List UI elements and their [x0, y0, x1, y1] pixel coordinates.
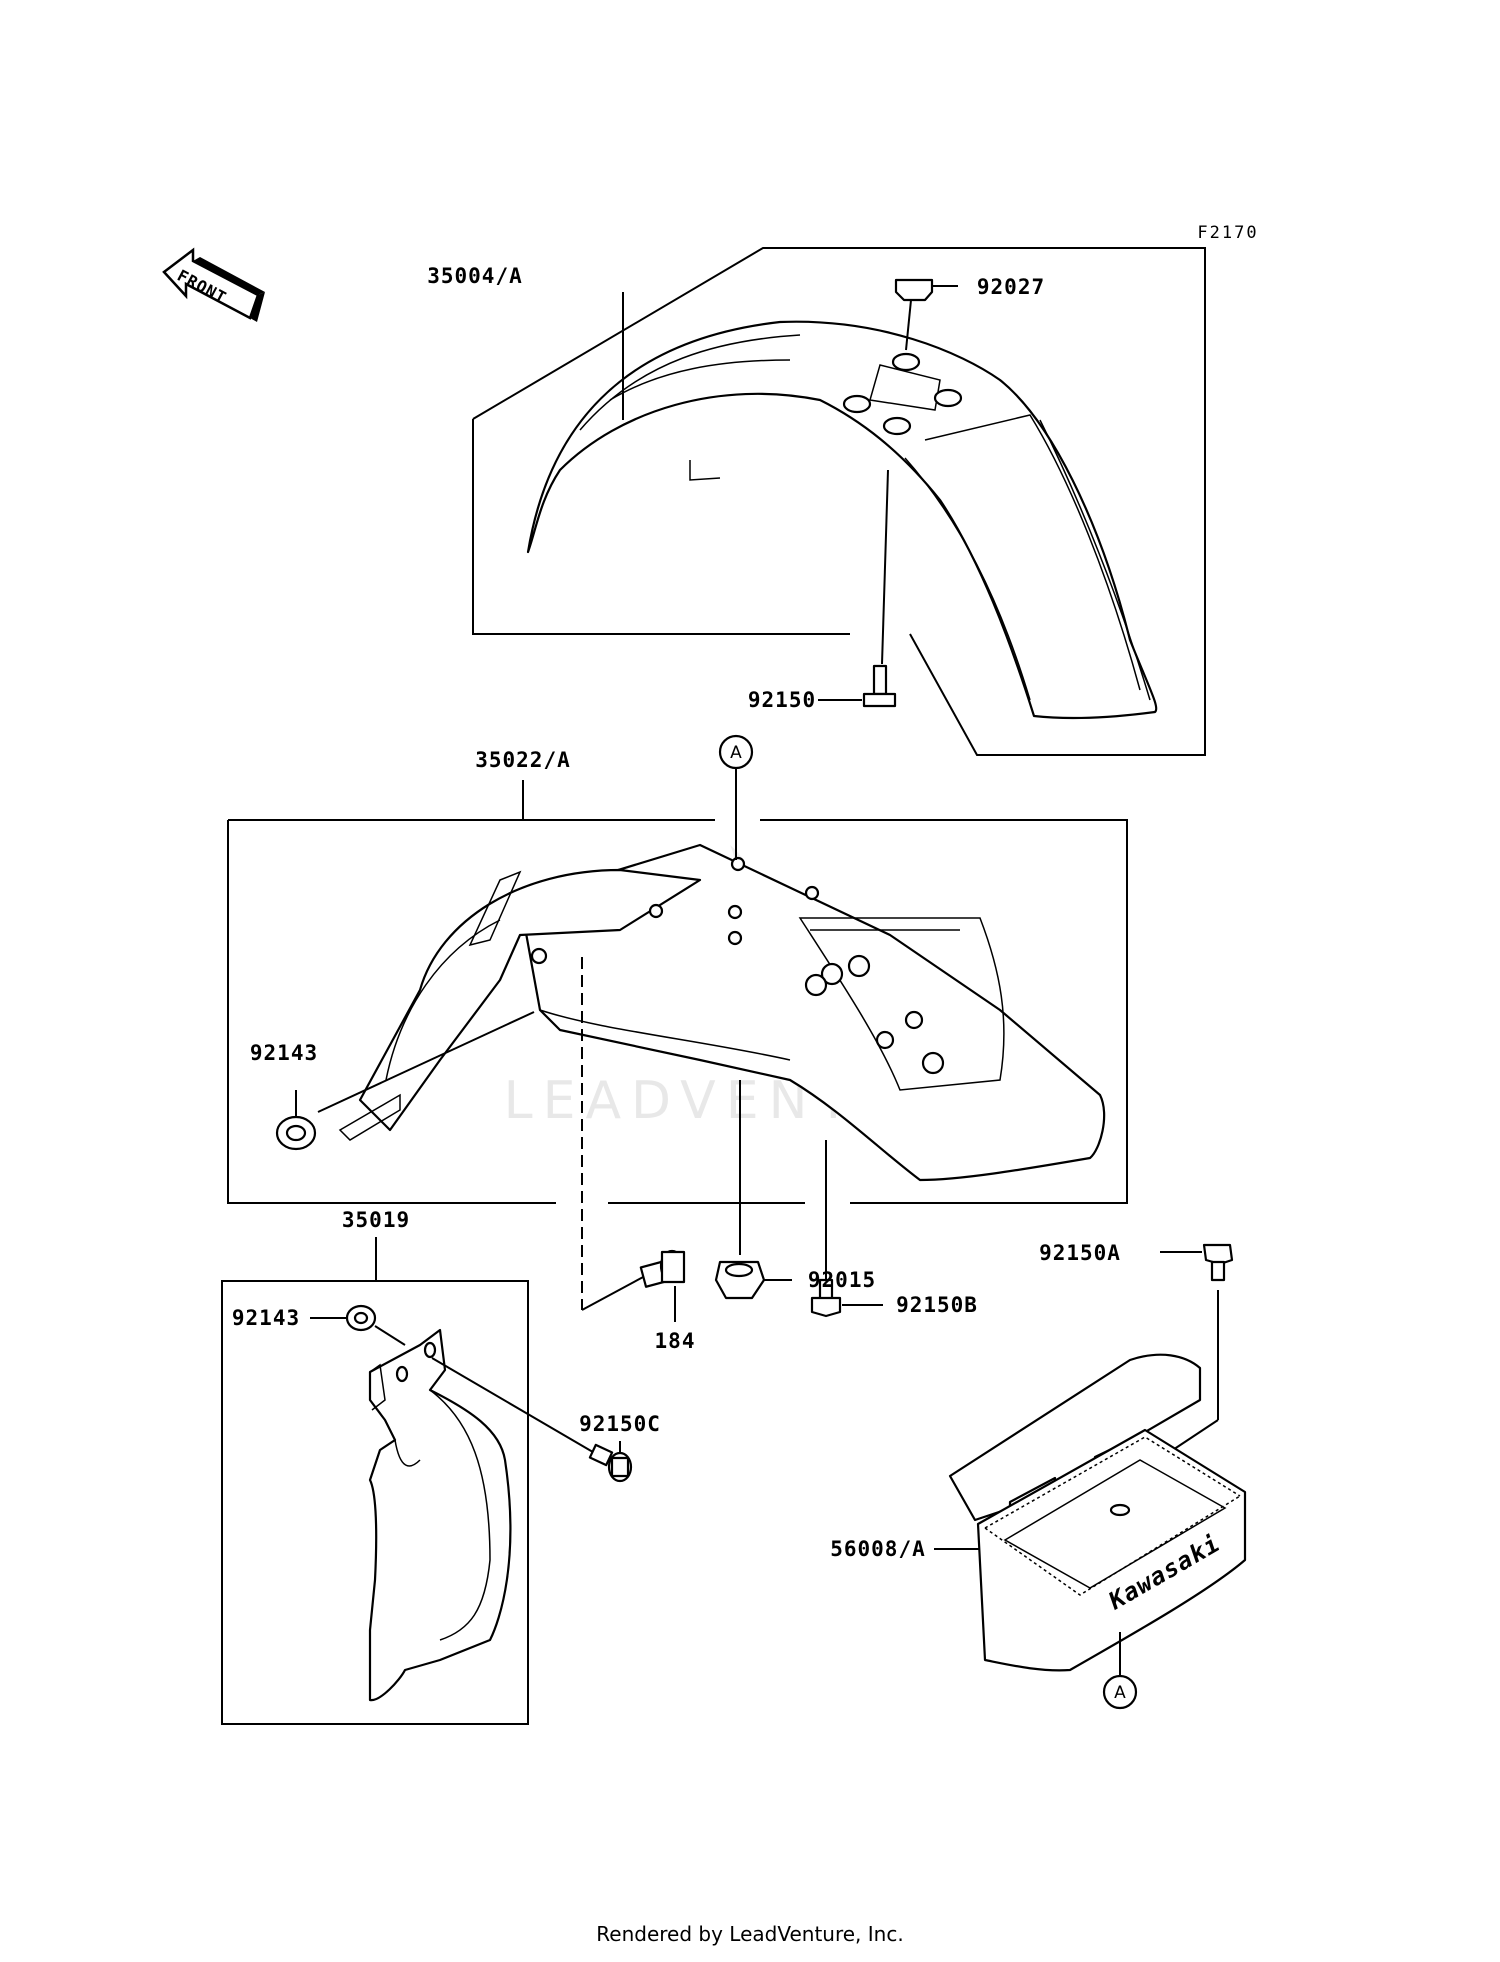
bolt-184: 184 [639, 1249, 696, 1353]
ref-marker-a-top: A [718, 734, 754, 860]
front-fender-frame [472, 247, 1206, 756]
rear-fender-frame [227, 819, 1128, 1204]
callout-35004-a: 35004/A [427, 264, 523, 288]
callout-56008-a: 56008/A [830, 1537, 926, 1561]
nut-92015: 92015 [714, 1260, 876, 1300]
front-fender [526, 320, 1158, 720]
grommet-92027 [894, 278, 958, 351]
bolt-92150c [431, 1357, 633, 1483]
front-arrow-icon: FRONT [162, 247, 265, 322]
washer-92143-a [275, 1011, 535, 1151]
bolt-92150 [818, 469, 897, 708]
callout-35022-a: 35022/A [475, 748, 571, 772]
ref-marker-a-top-label: A [730, 743, 742, 763]
render-credit: Rendered by LeadVenture, Inc. [596, 1922, 904, 1946]
callout-92150a: 92150A [1039, 1241, 1121, 1265]
callout-92143-a: 92143 [250, 1041, 318, 1065]
ref-marker-a-bottom-label: A [1114, 1683, 1126, 1703]
callout-92015: 92015 [808, 1268, 876, 1292]
rear-fender-group: 35022/A 92143 A [227, 734, 1128, 1311]
fork-guard [368, 1328, 512, 1702]
callout-92150b: 92150B [896, 1293, 978, 1317]
rear-fender [518, 843, 1106, 1182]
fork-guard-group: 35019 92143 92150C [221, 1208, 661, 1725]
callout-92143-b: 92143 [232, 1306, 300, 1330]
washer-92143-b [310, 1304, 406, 1346]
ref-marker-a-bottom: A [1102, 1632, 1138, 1710]
tool-box-group: 92150A Kawasaki 56008/A A [830, 1241, 1247, 1710]
front-fender-group: 35004/A 92027 92150 [427, 247, 1206, 756]
callout-92150c: 92150C [579, 1412, 661, 1436]
fork-guard-frame [221, 1280, 529, 1725]
diagram-code: F2170 [1197, 223, 1258, 243]
bolt-92150b: 92150B [810, 1278, 978, 1318]
callout-184: 184 [655, 1329, 696, 1353]
callout-92027: 92027 [977, 275, 1045, 299]
callout-92150: 92150 [748, 688, 816, 712]
tool-box-tray [976, 1428, 1247, 1672]
callout-35019: 35019 [342, 1208, 410, 1232]
